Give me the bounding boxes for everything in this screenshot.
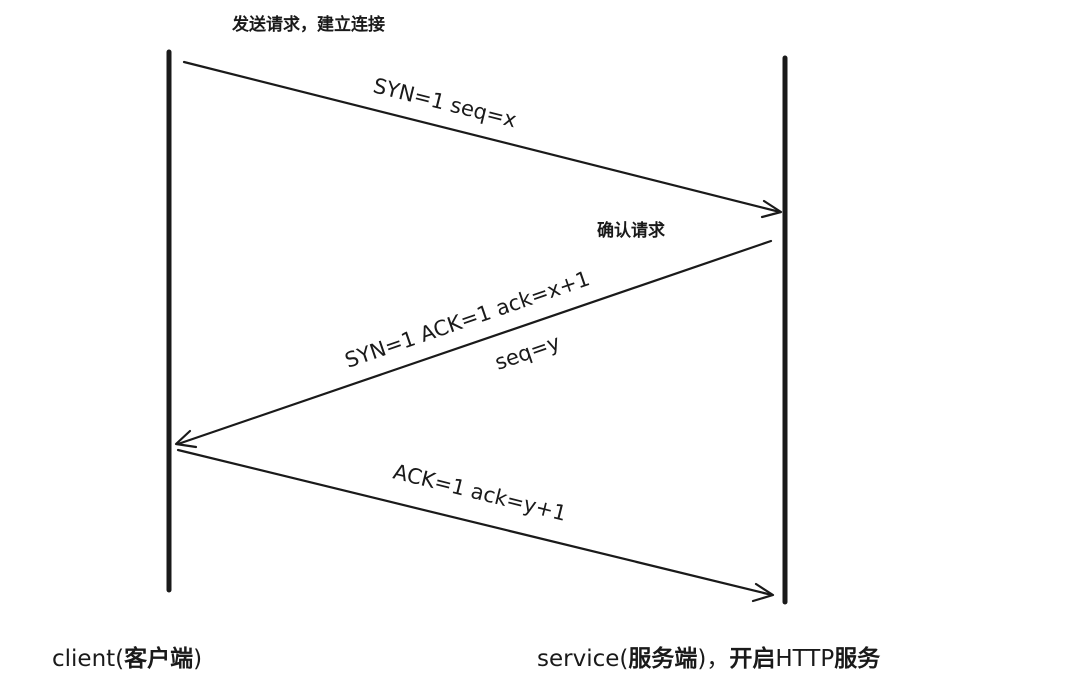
server-caption-protocol: HTTP [775, 646, 834, 672]
server-caption-suffix: )， [697, 646, 729, 672]
server-caption-action: 开启 [729, 645, 775, 672]
send-request-note: 发送请求，建立连接 [231, 14, 385, 35]
client-caption: client(客户端) [52, 645, 202, 672]
syn-arrow [182, 60, 783, 219]
ack-message-label: ACK=1 ack=y+1 [391, 460, 569, 526]
server-caption-service: 服务 [834, 646, 881, 672]
confirm-request-note: 确认请求 [597, 220, 665, 241]
syn-ack-arrow [174, 239, 773, 449]
ack-arrow [176, 448, 775, 603]
syn-ack-message-label: SYN=1 ACK=1 ack=x+1 [342, 266, 593, 372]
client-caption-name: 客户端 [124, 645, 193, 672]
server-caption: service(服务端)，开启HTTP服务 [537, 645, 881, 672]
server-caption-prefix: service( [537, 646, 628, 672]
server-caption-name: 服务端 [628, 646, 697, 672]
client-caption-prefix: client( [52, 646, 124, 672]
syn-message-label: SYN=1 seq=x [371, 74, 519, 133]
client-caption-suffix: ) [193, 646, 202, 672]
syn-ack-seq-label: seq=y [492, 330, 563, 375]
